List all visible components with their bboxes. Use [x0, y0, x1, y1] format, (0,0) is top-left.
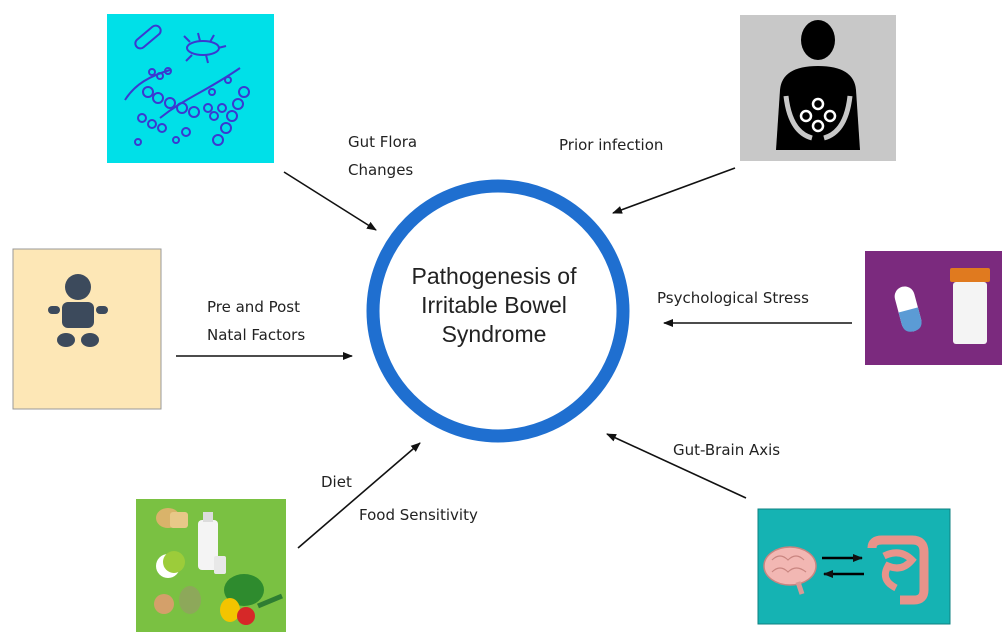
arrow-diet: [297, 442, 421, 549]
brain-gut-icon: [763, 535, 929, 605]
diet-label: Diet: [321, 473, 352, 491]
stress-image: [865, 251, 1002, 365]
natal-label: Pre and Post Natal Factors: [207, 293, 305, 349]
natal-label-line1: Pre and Post: [207, 298, 300, 316]
natal-label-line2: Natal Factors: [207, 326, 306, 344]
center-ring: [366, 179, 630, 443]
gut-flora-label: Gut Flora Changes: [348, 128, 417, 184]
bacteria-icon: [124, 24, 250, 146]
gut-brain-label: Gut-Brain Axis: [673, 441, 781, 459]
diet-image: [136, 499, 286, 632]
prior-infection-label: Prior infection: [559, 136, 664, 154]
gut-brain-image: [757, 508, 951, 625]
gut-flora-image: [107, 14, 274, 163]
arrow-gut-brain: [606, 433, 747, 499]
center-title: Pathogenesis of Irritable Bowel Syndrome: [396, 262, 592, 349]
center-title-line2: Irritable Bowel: [421, 292, 567, 318]
arrow-gut-flora: [283, 171, 377, 231]
center-title-line1: Pathogenesis of: [411, 263, 577, 289]
baby-icon: [48, 274, 108, 347]
abdominal-pain-icon: [776, 20, 860, 150]
natal-image: [12, 248, 162, 410]
food-icon: [154, 508, 283, 625]
food-sensitivity-label: Food Sensitivity: [359, 506, 478, 524]
medication-icon: [894, 268, 990, 344]
gut-flora-label-line2: Changes: [348, 161, 414, 179]
arrow-prior-infection: [612, 167, 736, 214]
prior-infection-image: [740, 15, 896, 161]
gut-flora-label-line1: Gut Flora: [348, 133, 418, 151]
stress-label: Psychological Stress: [657, 289, 809, 307]
center-title-line3: Syndrome: [441, 321, 547, 347]
